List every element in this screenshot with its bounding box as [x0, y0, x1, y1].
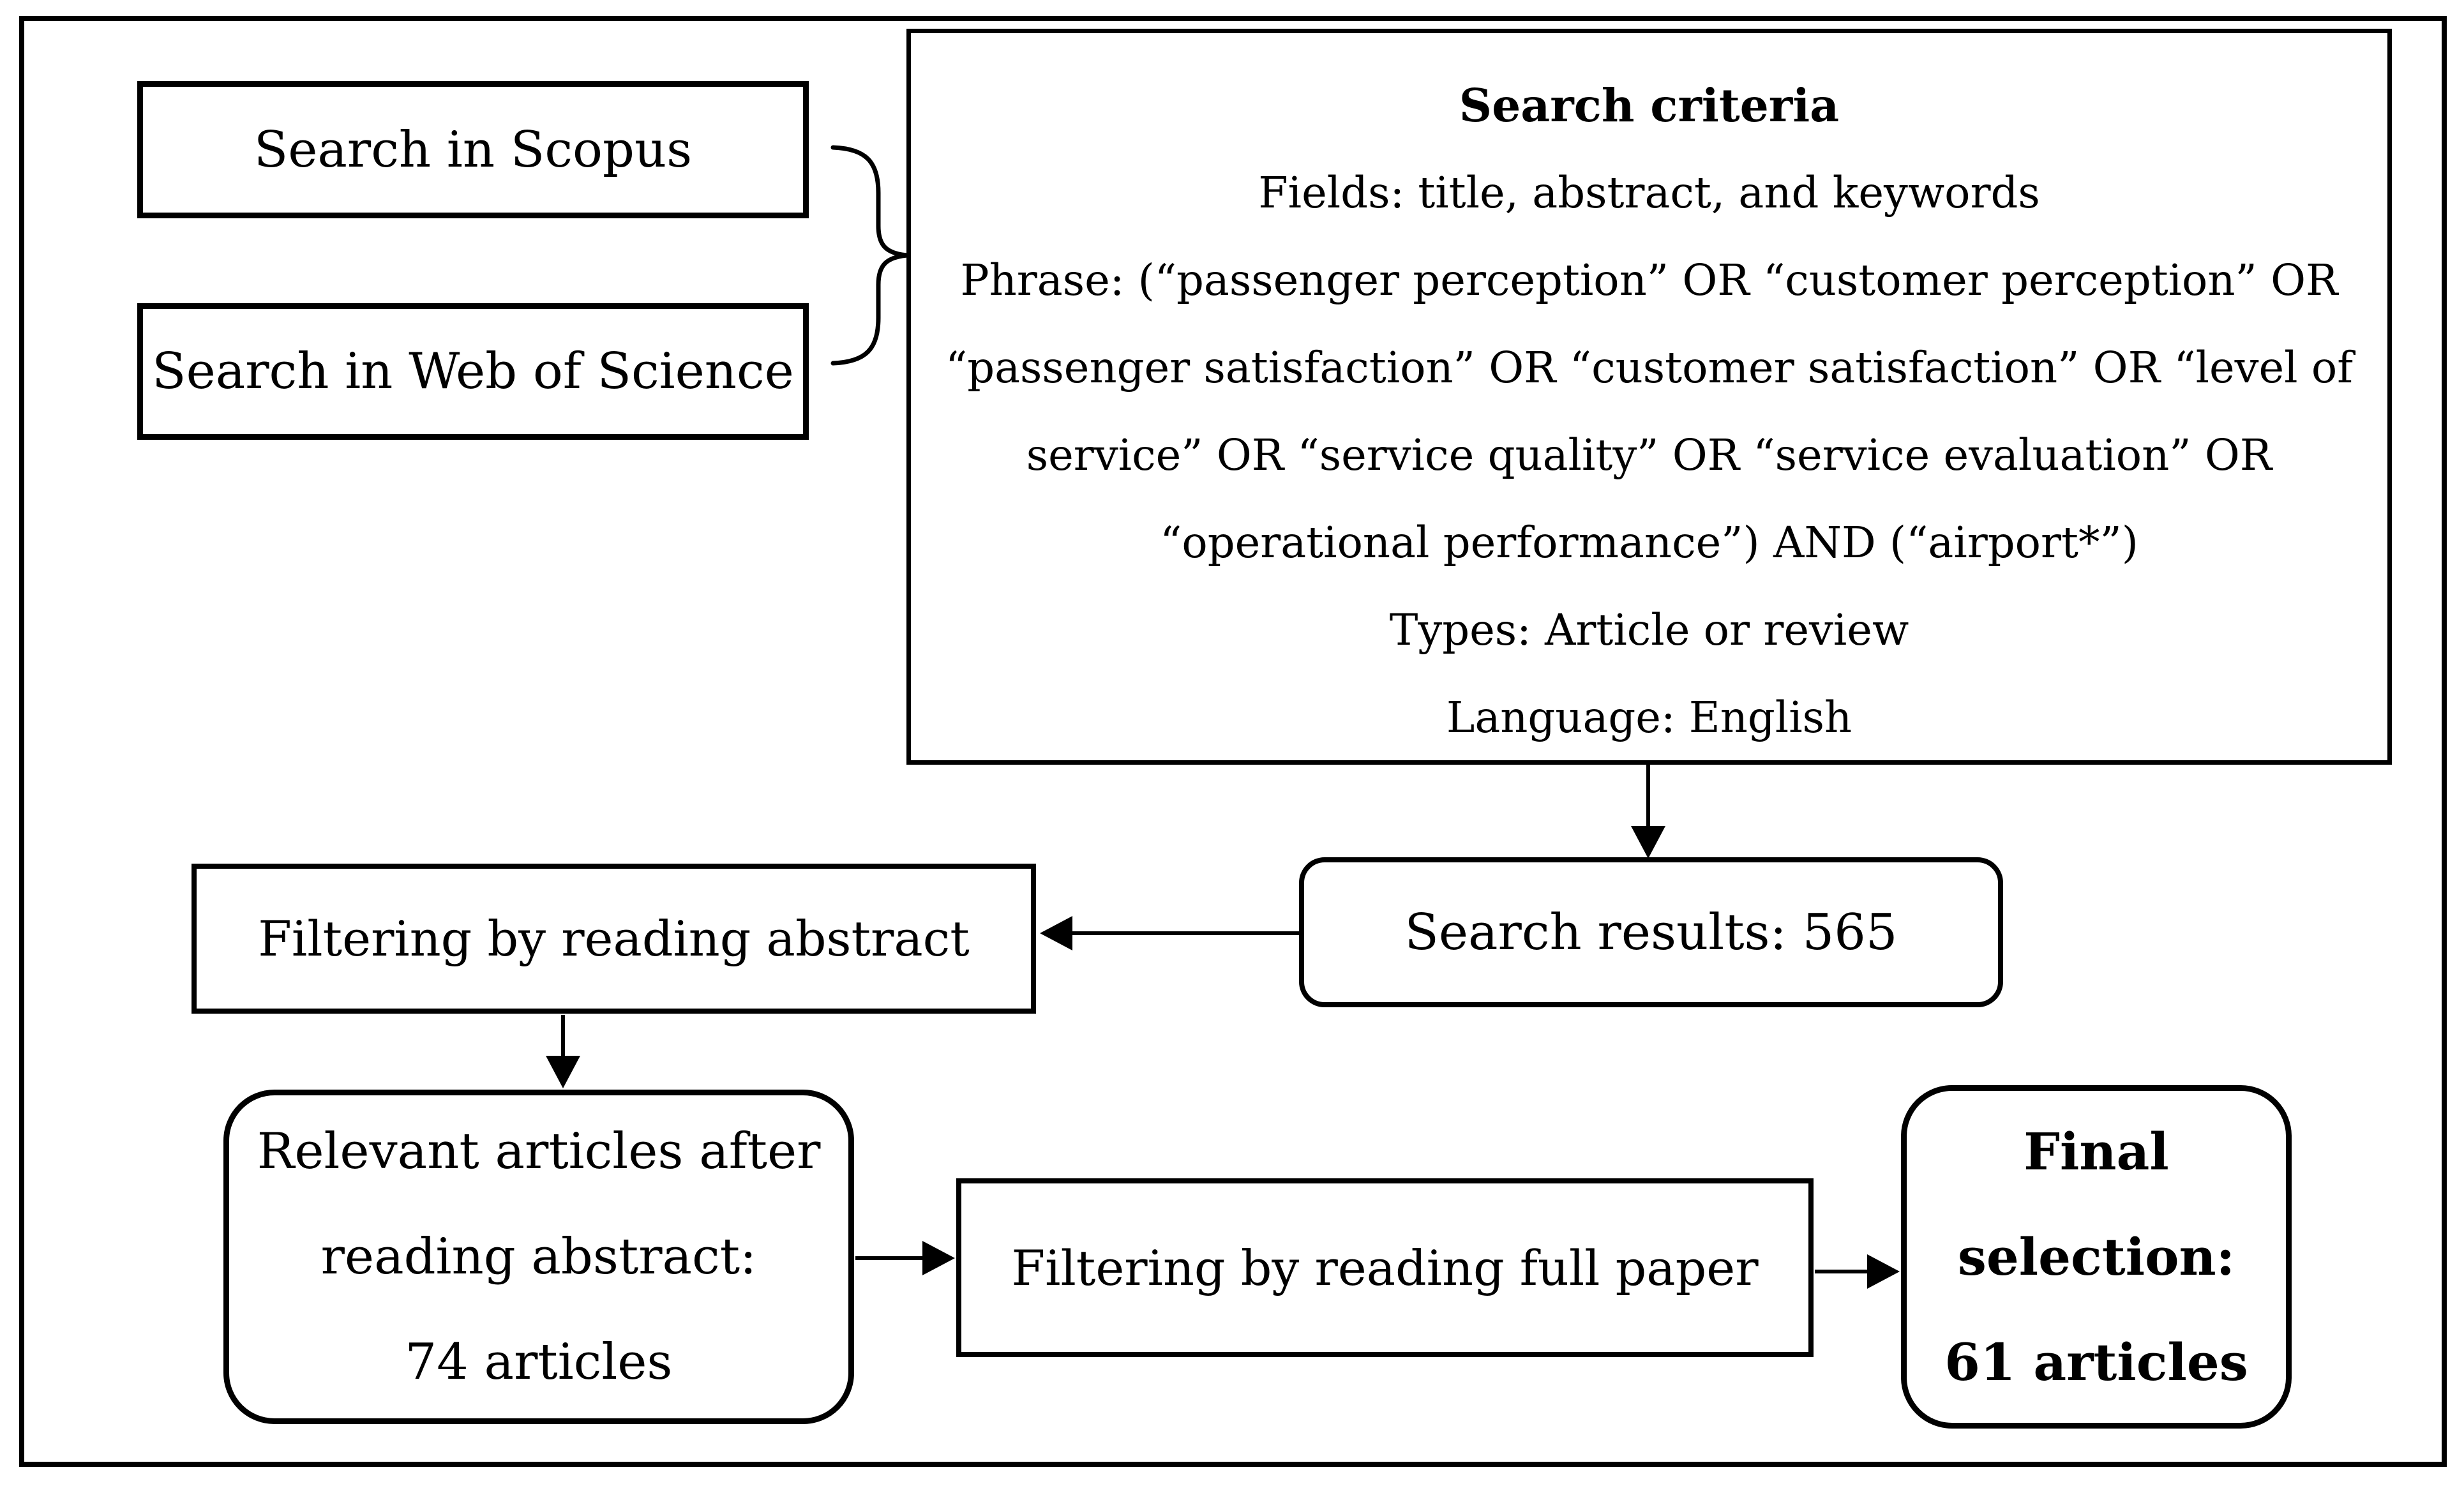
box-search-results: Search results: 565 — [1299, 857, 2003, 1007]
criteria-line-phrase-3: service” OR “service quality” OR “servic… — [1026, 430, 2272, 480]
box-final-selection: Final selection: 61 articles — [1901, 1085, 2292, 1429]
relevant-line-2: reading abstract: — [320, 1227, 757, 1286]
filter-abstract-label: Filtering by reading abstract — [258, 910, 970, 967]
box-relevant-articles: Relevant articles after reading abstract… — [223, 1090, 854, 1424]
search-results-label: Search results: 565 — [1404, 903, 1898, 961]
box-filter-full-paper: Filtering by reading full paper — [956, 1178, 1814, 1357]
search-scopus-label: Search in Scopus — [253, 121, 693, 179]
relevant-line-3: 74 articles — [405, 1333, 673, 1391]
search-wos-label: Search in Web of Science — [152, 343, 794, 400]
criteria-line-phrase-4: “operational performance”) AND (“airport… — [1160, 518, 2138, 567]
box-filter-abstract: Filtering by reading abstract — [192, 864, 1036, 1014]
box-search-criteria: Search criteria Fields: title, abstract,… — [906, 29, 2392, 765]
criteria-line-fields: Fields: title, abstract, and keywords — [1258, 168, 2040, 218]
box-search-web-of-science: Search in Web of Science — [137, 303, 809, 440]
final-line-2: selection: — [1957, 1226, 2235, 1287]
filter-full-paper-label: Filtering by reading full paper — [1011, 1239, 1759, 1296]
final-line-3: 61 articles — [1944, 1332, 2248, 1392]
figure-border — [19, 16, 2447, 1467]
criteria-title: Search criteria — [1459, 79, 1840, 132]
criteria-line-language: Language: English — [1446, 693, 1852, 742]
criteria-line-types: Types: Article or review — [1389, 605, 1909, 655]
final-line-1: Final — [2024, 1121, 2169, 1182]
criteria-line-phrase-2: “passenger satisfaction” OR “customer sa… — [945, 343, 2354, 393]
criteria-line-phrase-1: Phrase: (“passenger perception” OR “cust… — [960, 255, 2338, 305]
box-search-scopus: Search in Scopus — [137, 81, 809, 218]
relevant-line-1: Relevant articles after — [257, 1122, 821, 1180]
